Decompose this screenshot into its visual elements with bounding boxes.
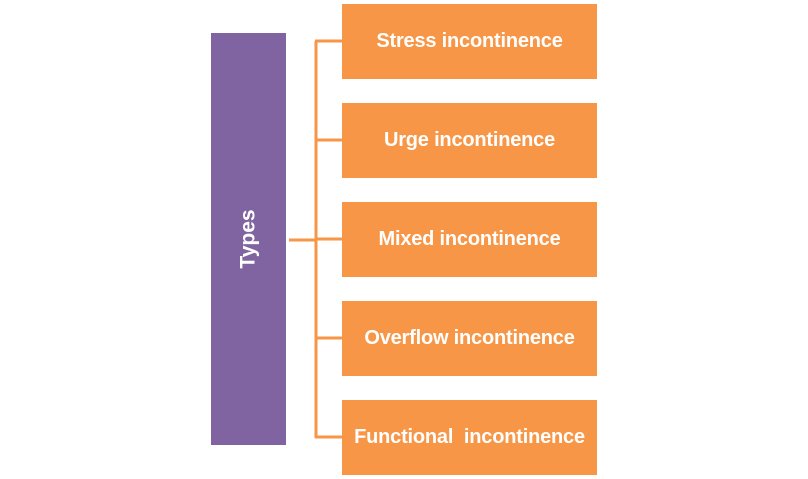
child-node-label: Stress incontinence xyxy=(376,30,563,52)
child-node-label: Mixed incontinence xyxy=(378,228,561,250)
child-node-overflow: Overflow incontinence xyxy=(342,301,597,376)
child-node-label: Urge incontinence xyxy=(383,129,556,151)
child-node-label: Overflow incontinence xyxy=(364,327,575,349)
root-node-label: Types xyxy=(236,209,260,269)
root-node-types: Types xyxy=(211,33,286,445)
child-node-label: Functional incontinence xyxy=(354,426,585,448)
child-node-mixed: Mixed incontinence xyxy=(342,202,597,277)
child-node-stress: Stress incontinence xyxy=(342,4,597,79)
child-node-urge: Urge incontinence xyxy=(342,103,597,178)
child-node-functional: Functional incontinence xyxy=(342,400,597,475)
